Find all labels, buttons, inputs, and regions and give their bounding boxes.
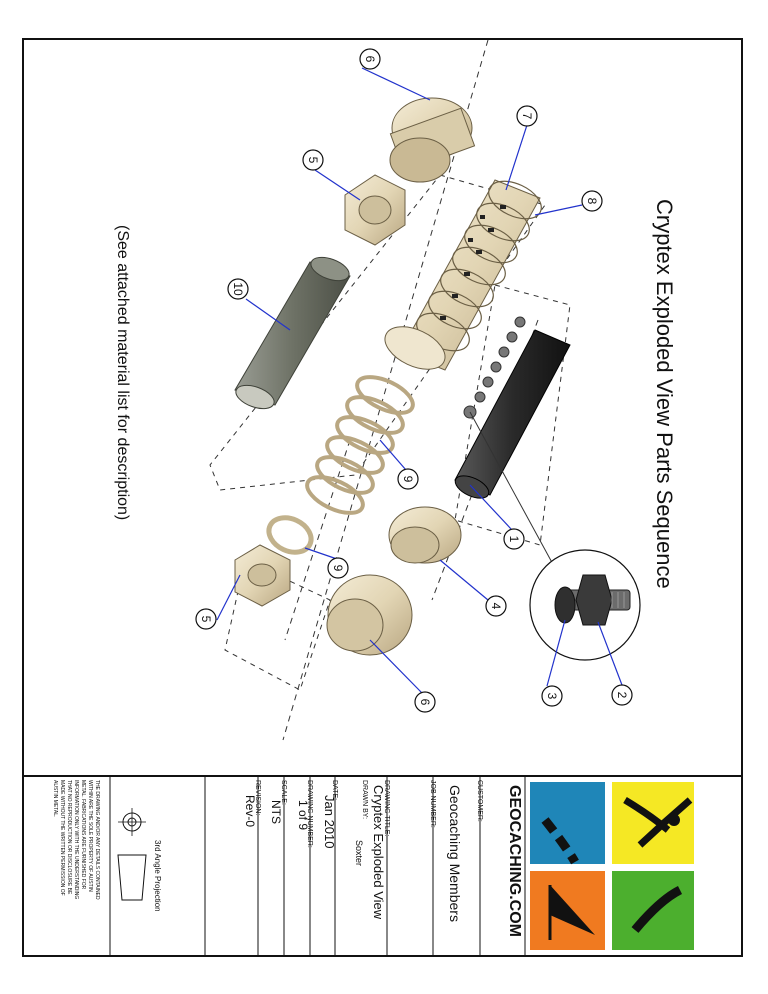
callout-9-spring bbox=[397, 468, 419, 490]
callout-label: 4 bbox=[489, 603, 503, 610]
callout-7 bbox=[516, 105, 538, 127]
drawn-by-value: Soxter bbox=[354, 840, 364, 866]
callout-10 bbox=[227, 278, 249, 300]
callout-5-top bbox=[302, 149, 324, 171]
drawing-title-text: Cryptex Exploded View Parts Sequence bbox=[652, 199, 677, 589]
material-list-note: (See attached material list for descript… bbox=[114, 225, 131, 520]
coil-spring bbox=[305, 375, 415, 515]
callout-4 bbox=[485, 595, 507, 617]
date-label: DATE: bbox=[331, 780, 338, 800]
revision-value: Rev-0 bbox=[243, 795, 257, 827]
revision-label: REVISION: bbox=[254, 780, 261, 815]
callout-5-bottom bbox=[195, 608, 217, 630]
projection-label: 3rd Angle Projection bbox=[153, 840, 162, 912]
black-tube bbox=[454, 316, 571, 499]
callout-label: 8 bbox=[585, 198, 599, 205]
callout-label: 9 bbox=[401, 476, 415, 483]
callout-label: 2 bbox=[615, 692, 629, 699]
callout-numbers: 6 5 10 7 8 1 9 9 5 4 6 3 2 bbox=[199, 56, 629, 706]
callout-leaders bbox=[216, 67, 623, 694]
callout-label: 6 bbox=[418, 699, 432, 706]
callout-9-ring bbox=[327, 557, 349, 579]
disclaimer-line: MADE WITHOUT THE WRITTEN PERMISSION OF bbox=[59, 780, 65, 896]
callout-6-top bbox=[359, 48, 381, 70]
callout-label: 1 bbox=[507, 536, 521, 543]
end-cap-top bbox=[389, 97, 476, 183]
detail-view-bolt bbox=[469, 411, 641, 661]
customer-label: CUSTOMER: bbox=[476, 780, 483, 822]
callout-8 bbox=[581, 190, 603, 212]
drawing-title-value: Cryptex Exploded View bbox=[371, 785, 386, 920]
drawn-by-label: DRAWN BY: bbox=[361, 780, 368, 819]
customer-value: Geocaching Members bbox=[447, 785, 463, 922]
inner-rod bbox=[234, 256, 351, 410]
collar bbox=[388, 506, 462, 564]
hex-nut-bottom bbox=[234, 544, 291, 607]
callout-label: 10 bbox=[231, 282, 245, 296]
disclaimer-line: WITHIN ARE THE SOLE PROPERTY OF AUSTIN bbox=[87, 780, 93, 892]
callout-balloons bbox=[195, 48, 633, 713]
projection-symbol: 3rd Angle Projection bbox=[117, 808, 162, 912]
disclaimer-line: AUSTIN METAL. bbox=[52, 780, 58, 817]
sheet-border bbox=[22, 38, 743, 957]
callout-label: 5 bbox=[306, 157, 320, 164]
end-cap-bottom bbox=[326, 574, 413, 656]
callout-label: 7 bbox=[520, 113, 534, 120]
callout-2 bbox=[611, 684, 633, 706]
callout-6-bottom bbox=[414, 691, 436, 713]
drawing-area: Cryptex Exploded View Parts Sequence (Se… bbox=[114, 39, 677, 741]
geocaching-logo bbox=[530, 782, 694, 950]
callout-label: 6 bbox=[363, 56, 377, 63]
callout-label: 5 bbox=[199, 616, 213, 623]
hex-nut-top bbox=[344, 174, 406, 246]
drawing-number-value: 1 of 9 bbox=[296, 800, 310, 830]
drawing-number-label: DRAWING NUMBER: bbox=[306, 780, 313, 848]
scale-label: SCALE: bbox=[280, 780, 287, 805]
scale-value: NTS bbox=[269, 800, 283, 824]
job-number-label: JOB NUMBER: bbox=[429, 780, 436, 828]
disclaimer-line: THAT NO REPRODUCTION OR DISCLOSURE BE bbox=[66, 780, 72, 895]
callout-1 bbox=[503, 528, 525, 550]
disclaimer-line: METAL. FABRICATIONS ARE FURNISHED FOR bbox=[80, 780, 86, 890]
disclaimer: THE DRAWING AND/OR ANY DETAILS CONTAINED… bbox=[52, 780, 100, 900]
callout-3 bbox=[541, 685, 563, 707]
callout-label: 3 bbox=[545, 693, 559, 700]
small-ring bbox=[266, 515, 314, 555]
disclaimer-line: INFORMATION ONLY WITH THE UNDERSTANDING bbox=[73, 780, 79, 899]
callout-label: 9 bbox=[331, 565, 345, 572]
brand-text: GEOCACHING.COM bbox=[506, 785, 523, 937]
title-block: GEOCACHING.COM CUSTOMER: JOB NUMBER: DRA… bbox=[52, 776, 694, 956]
cipher-ring-stack bbox=[384, 179, 542, 371]
date-value: Jan 2010 bbox=[322, 795, 337, 849]
drawing-title-label: DRAWING TITLE: bbox=[383, 780, 390, 836]
disclaimer-line: THE DRAWING AND/OR ANY DETAILS CONTAINED bbox=[94, 780, 100, 900]
